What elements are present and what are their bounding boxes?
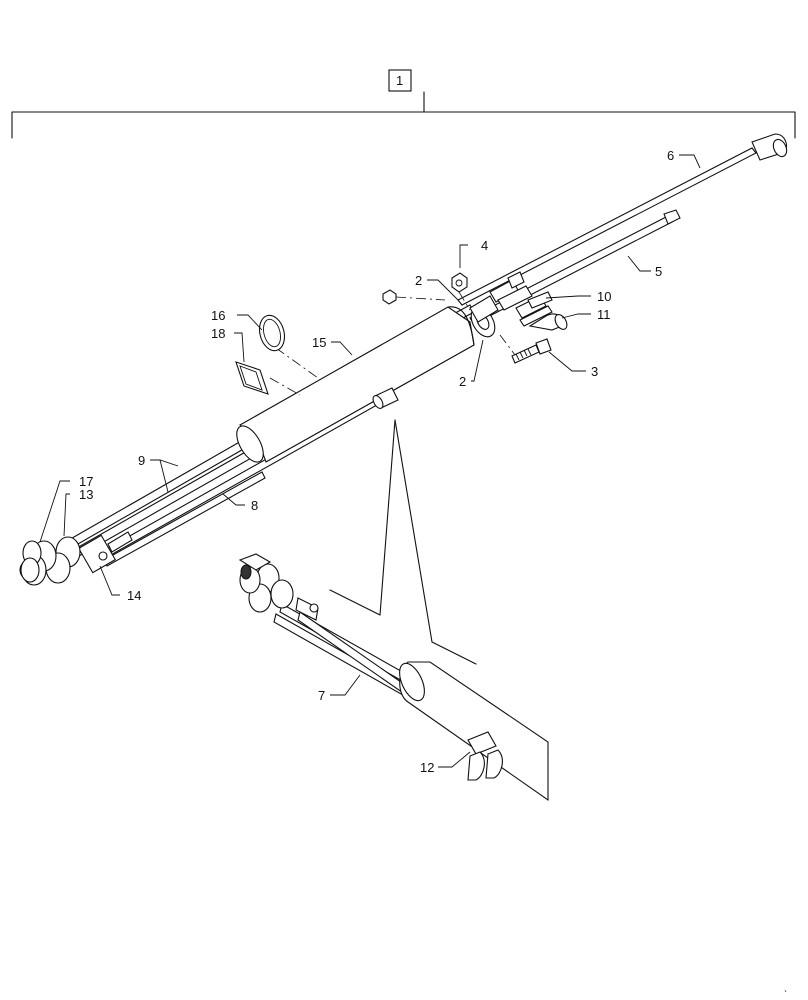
corner-mark: ˎ bbox=[784, 982, 787, 993]
callout-16: 16 bbox=[211, 308, 225, 323]
callout-11: 11 bbox=[597, 307, 611, 322]
hose-10 bbox=[519, 305, 553, 327]
callout-8: 8 bbox=[251, 498, 258, 513]
detail-callout-lines bbox=[329, 419, 477, 665]
callout-18: 18 bbox=[211, 326, 225, 341]
callout-box-1 bbox=[388, 69, 412, 92]
quick-couplers bbox=[19, 531, 133, 586]
screw-small bbox=[382, 289, 397, 305]
callout-14: 14 bbox=[127, 588, 141, 603]
callout-17: 17 bbox=[79, 474, 93, 489]
callout-6: 6 bbox=[667, 148, 674, 163]
coupler-block-14 bbox=[77, 534, 117, 574]
hose-5-fitting bbox=[663, 209, 681, 225]
callout-10: 10 bbox=[597, 289, 611, 304]
tag-18 bbox=[235, 361, 269, 395]
hose-6 bbox=[457, 147, 757, 306]
bolt-3 bbox=[511, 338, 552, 364]
callout-12: 12 bbox=[420, 760, 434, 775]
hose-5 bbox=[469, 215, 673, 325]
leader-lines bbox=[39, 154, 701, 768]
callout-labels: 1 6 5 4 2 10 11 3 2 15 16 18 9 8 17 13 1… bbox=[79, 73, 787, 993]
hose-clamp bbox=[469, 295, 499, 338]
callout-4: 4 bbox=[481, 238, 488, 253]
elbow-fitting-upper bbox=[372, 387, 399, 409]
callout-9: 9 bbox=[138, 453, 145, 468]
callout-2-upper: 2 bbox=[415, 273, 422, 288]
callout-5: 5 bbox=[655, 264, 662, 279]
nut-4 bbox=[451, 272, 468, 293]
hose-band-16 bbox=[258, 314, 286, 352]
assembly-bracket bbox=[11, 69, 796, 139]
callout-7: 7 bbox=[318, 688, 325, 703]
callout-15: 15 bbox=[312, 335, 326, 350]
callout-1: 1 bbox=[396, 73, 403, 88]
protective-sleeve-15 bbox=[236, 306, 475, 463]
detail-view bbox=[238, 553, 549, 802]
callout-13: 13 bbox=[79, 487, 93, 502]
callout-3: 3 bbox=[591, 364, 598, 379]
callout-2-lower: 2 bbox=[459, 374, 466, 389]
alignment-lines bbox=[269, 291, 516, 396]
